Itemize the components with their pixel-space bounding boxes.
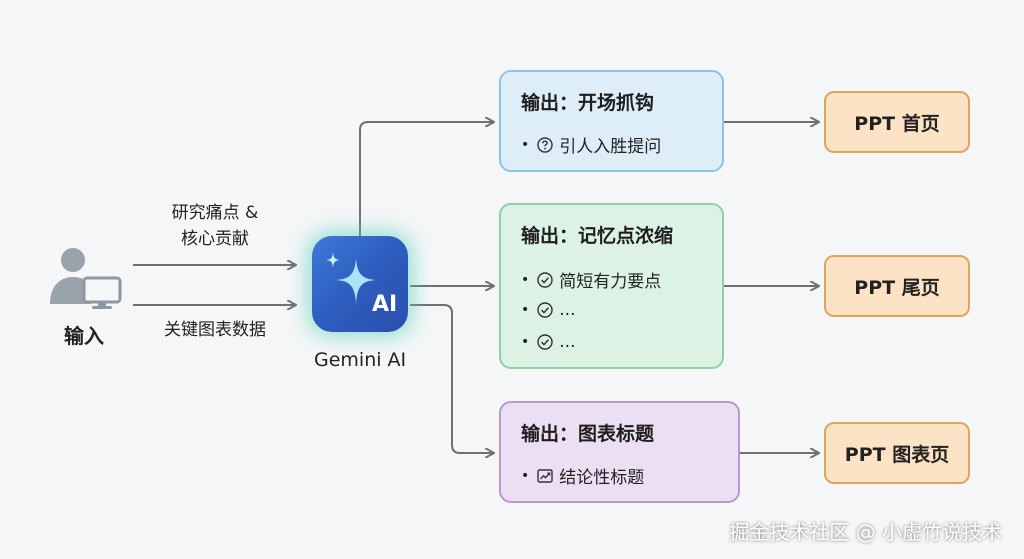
output-memory-item-text: 简短有力要点 xyxy=(559,272,662,292)
bullet-dot: • xyxy=(521,136,530,153)
output-hook-item-text: 引人入胜提问 xyxy=(559,137,662,157)
gemini-card-text: AI xyxy=(372,292,398,317)
output-memory-item-text: ... xyxy=(559,300,576,320)
output-memory-item-text: ... xyxy=(559,332,576,352)
output-memory-box: 输出：记忆点浓缩 • 简短有力要点 • ... • ... xyxy=(499,203,724,369)
output-memory-title: 输出：记忆点浓缩 xyxy=(521,225,674,247)
question-circle-icon xyxy=(537,136,553,153)
check-circle-icon xyxy=(537,334,553,350)
output-memory-item: • ... xyxy=(521,332,575,352)
output-memory-item: • 简短有力要点 xyxy=(521,267,662,293)
output-hook-title: 输出：开场抓钩 xyxy=(521,92,655,114)
output-memory-item: • ... xyxy=(521,300,575,320)
edge-label-research-line2: 核心贡献 xyxy=(181,229,249,249)
ppt-chart-page-box: PPT 图表页 xyxy=(824,422,970,484)
arrow-gemini-to-output-hook xyxy=(359,122,493,236)
input-label: 输入 xyxy=(64,324,104,348)
arrow-gemini-to-output-chart xyxy=(410,304,493,453)
output-chart-title: 输出：图表标题 xyxy=(521,423,655,445)
output-chart-item-text: 结论性标题 xyxy=(559,468,645,488)
bullet-dot: • xyxy=(521,334,530,350)
edge-label-chart-data: 关键图表数据 xyxy=(164,320,266,340)
trend-chart-icon xyxy=(537,468,553,483)
ppt-last-page-box: PPT 尾页 xyxy=(824,255,970,317)
gemini-ai-card: AI xyxy=(312,236,408,332)
bullet-dot: • xyxy=(521,302,530,318)
bullet-dot: • xyxy=(521,271,530,288)
edge-label-research: 研究痛点 & 核心贡献 xyxy=(150,200,280,252)
output-hook-box: 输出：开场抓钩 • 引人入胜提问 xyxy=(499,70,724,172)
user-computer-icon xyxy=(50,248,122,309)
bullet-dot: • xyxy=(521,467,530,484)
check-circle-icon xyxy=(537,271,553,288)
check-circle-icon xyxy=(537,302,553,318)
output-chart-box: 输出：图表标题 • 结论性标题 xyxy=(499,401,740,503)
gemini-sparkle-icon xyxy=(326,252,376,304)
output-hook-item: • 引人入胜提问 xyxy=(521,132,662,158)
watermark: 掘金技术社区 @ 小虚竹说技术 xyxy=(729,520,1002,544)
ppt-first-page-box: PPT 首页 xyxy=(824,91,970,153)
edge-label-research-line1: 研究痛点 & xyxy=(171,203,259,223)
gemini-label: Gemini AI xyxy=(314,349,407,371)
output-chart-item: • 结论性标题 xyxy=(521,463,645,489)
